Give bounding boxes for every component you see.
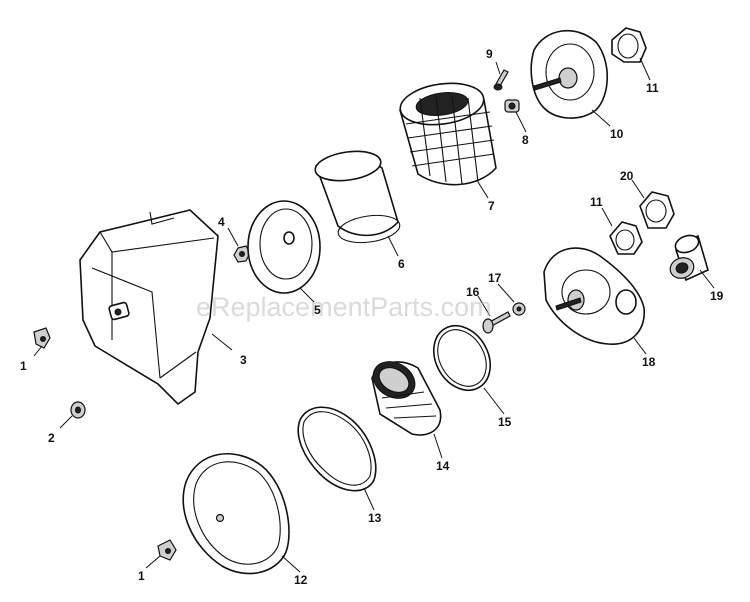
- part-1-wing-nut-lower: [157, 539, 177, 561]
- part-15-seal: [432, 325, 492, 391]
- callout-6: 6: [398, 257, 405, 271]
- callout-9: 9: [486, 47, 493, 61]
- part-4-nut: [233, 245, 251, 263]
- callout-18: 18: [642, 355, 656, 369]
- callout-11-upper: 11: [646, 81, 659, 95]
- callout-12: 12: [294, 573, 308, 587]
- part-14-element: [371, 361, 442, 436]
- part-3-air-cleaner-cover: [79, 209, 219, 406]
- callout-5: 5: [314, 303, 321, 317]
- callout-labels: 1 2 3 4 5 6 7 8 9 10 11 11 12 13 14 15 1…: [20, 47, 724, 587]
- part-19-elbow: [669, 234, 709, 282]
- callout-14: 14: [436, 459, 450, 473]
- callout-7: 7: [488, 199, 495, 213]
- part-11-gasket-upper: [611, 27, 647, 63]
- part-8-spacer: [504, 99, 520, 113]
- callout-4: 4: [218, 215, 225, 229]
- callout-20: 20: [620, 169, 634, 183]
- part-13-seal: [297, 406, 377, 492]
- callout-11-right: 11: [590, 195, 603, 209]
- callout-17: 17: [488, 271, 502, 285]
- callout-1-upper: 1: [20, 359, 27, 373]
- callout-13: 13: [368, 511, 382, 525]
- part-1-wing-nut-upper: [33, 327, 51, 349]
- part-12-element: [182, 453, 290, 575]
- callout-15: 15: [498, 415, 512, 429]
- part-11-gasket-right: [609, 221, 643, 255]
- part-2-nut: [70, 401, 86, 419]
- part-20-gasket: [639, 191, 675, 229]
- callout-10: 10: [610, 127, 624, 141]
- watermark: eReplacementParts.com: [196, 292, 492, 322]
- leader-lines: [33, 57, 715, 573]
- part-5-base-plate: [247, 200, 321, 294]
- callout-16: 16: [466, 285, 480, 299]
- part-6-pre-cleaner: [314, 150, 401, 244]
- part-9-screw: [493, 69, 509, 91]
- callout-1-lower: 1: [138, 569, 145, 583]
- part-18-base: [543, 247, 645, 345]
- callout-19: 19: [710, 289, 724, 303]
- callout-8: 8: [522, 133, 529, 147]
- part-16-screw: [482, 311, 511, 334]
- part-10-base: [530, 29, 608, 119]
- callout-2: 2: [48, 431, 55, 445]
- part-7-element: [399, 82, 497, 186]
- part-17-spacer: [512, 302, 526, 316]
- callout-3: 3: [240, 353, 247, 367]
